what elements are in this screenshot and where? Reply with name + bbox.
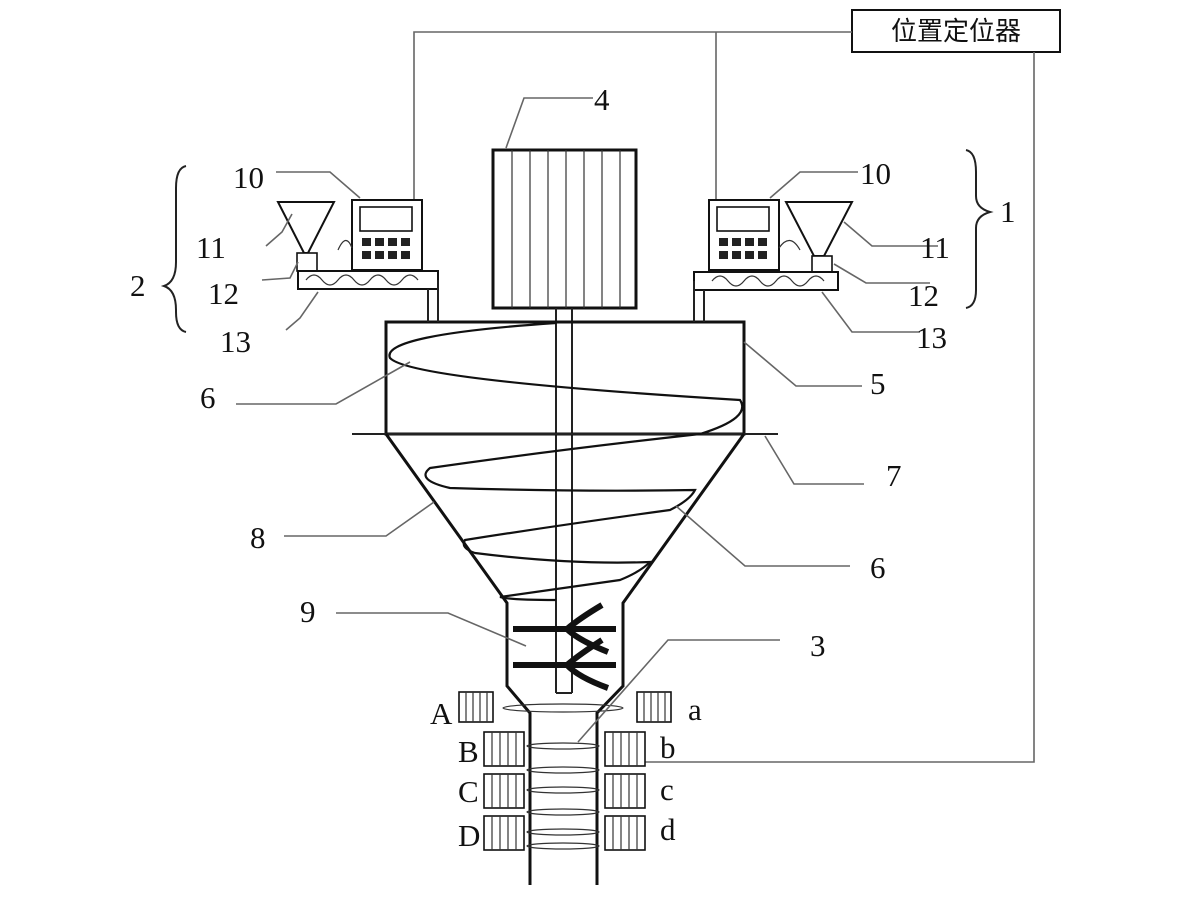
label-12-left: 12 [208,276,239,311]
label-b: b [660,730,676,765]
coil-C [484,774,524,808]
label-D: D [458,818,480,853]
coils [459,692,671,850]
label-1: 1 [1000,194,1016,229]
valve-left [297,253,317,271]
motor-body [493,150,636,308]
feeder-left [278,200,438,322]
coil-B [484,732,524,766]
brace-left [164,166,186,332]
feeder-right [694,200,852,322]
label-5: 5 [870,366,886,401]
label-9: 9 [300,594,316,629]
screw-feeder-left [298,271,438,289]
label-a: a [688,692,702,727]
position-locator-label: 位置定位器 [891,17,1021,47]
label-2: 2 [130,268,146,303]
vessel [352,322,778,885]
label-8: 8 [250,520,266,555]
label-d: d [660,812,676,847]
label-10-right: 10 [860,156,891,191]
coil-b [605,732,645,766]
brace-right [966,150,990,308]
coil-c [605,774,645,808]
label-4: 4 [594,82,610,117]
label-11-right: 11 [920,230,950,265]
label-C: C [458,774,479,809]
label-6-lower: 6 [870,550,886,585]
screw-feeder-right [694,272,838,290]
label-11-left: 11 [196,230,226,265]
label-6-upper: 6 [200,380,216,415]
hopper-left [278,202,334,253]
motor [493,150,636,308]
spiral-coil [389,323,742,600]
label-10-left: 10 [233,160,264,195]
label-c: c [660,772,674,807]
impeller-blades [513,605,616,688]
coil-a [637,692,671,722]
cylinder-section [386,322,744,434]
controller-right-screen [717,207,769,231]
label-12-right: 12 [908,278,939,313]
label-7: 7 [886,458,902,493]
controller-left-screen [360,207,412,231]
label-13-left: 13 [220,324,251,359]
coil-d [605,816,645,850]
controller-right-cable [779,240,800,250]
coil-A [459,692,493,722]
label-13-right: 13 [916,320,947,355]
controller-left-cable [338,240,352,250]
label-A: A [430,696,453,731]
position-locator: 位置定位器 [852,10,1060,52]
label-3: 3 [810,628,826,663]
hopper-right [786,202,852,256]
label-B: B [458,734,479,769]
coil-D [484,816,524,850]
